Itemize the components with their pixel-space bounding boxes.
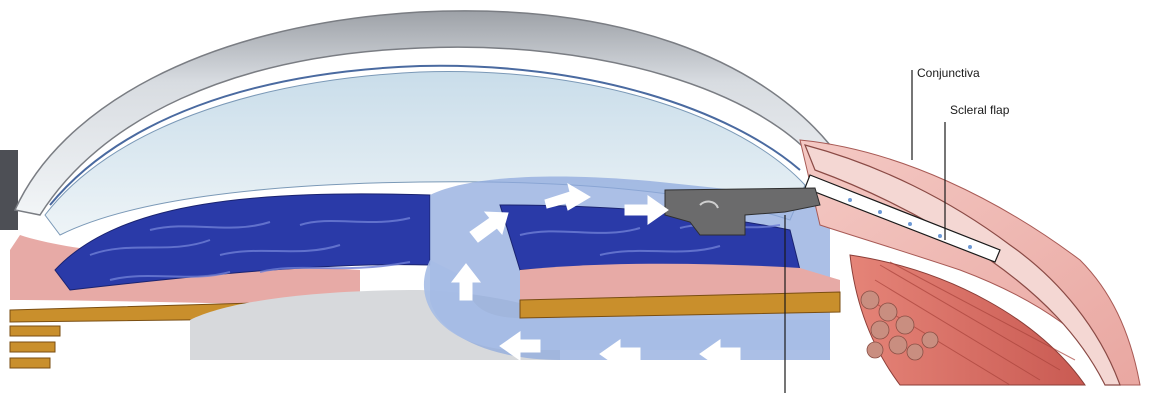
conjunctiva-label: Conjunctiva [917,66,980,80]
left-sclera-edge [0,150,18,230]
scleral-flap-label: Scleral flap [950,103,1009,117]
